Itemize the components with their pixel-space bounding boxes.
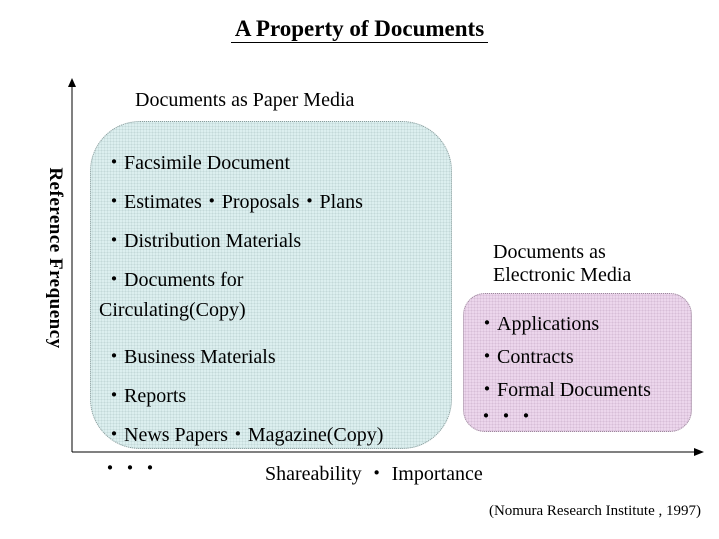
y-axis-label: Reference Frequency: [45, 167, 66, 349]
paper-media-box: [90, 121, 452, 449]
paper-item: ・Business Materials: [104, 346, 276, 368]
electronic-media-title: Documents as Electronic Media: [493, 241, 631, 287]
electronic-item: ・Formal Documents: [477, 379, 651, 401]
source-citation: (Nomura Research Institute , 1997): [488, 503, 701, 519]
x-axis-label: Shareability ・ Importance: [265, 463, 483, 485]
x-axis-arrowhead: [694, 448, 704, 456]
diagram-title-text: A Property of Documents: [230, 16, 489, 43]
paper-item: ・Documents for: [104, 269, 244, 291]
paper-item-continuation: Circulating(Copy): [99, 299, 246, 321]
paper-item: ・Distribution Materials: [104, 230, 302, 252]
electronic-media-title-line1: Documents as: [493, 241, 606, 263]
electronic-media-box: [463, 293, 692, 432]
paper-item-ellipsis: ・・・: [100, 458, 160, 480]
paper-item: ・Facsimile Document: [104, 152, 291, 174]
electronic-item-ellipsis: ・・・: [476, 406, 536, 428]
paper-item: ・News Papers・Magazine(Copy): [104, 424, 384, 446]
electronic-media-title-line2: Electronic Media: [493, 264, 632, 286]
diagram-title: A Property of Documents: [0, 16, 719, 43]
paper-item: ・Reports: [104, 385, 187, 407]
electronic-item: ・Contracts: [477, 346, 574, 368]
electronic-item: ・Applications: [477, 313, 600, 335]
paper-media-title: Documents as Paper Media: [135, 89, 355, 111]
paper-item: ・Estimates・Proposals・Plans: [104, 191, 363, 213]
y-axis-arrowhead: [68, 78, 76, 87]
